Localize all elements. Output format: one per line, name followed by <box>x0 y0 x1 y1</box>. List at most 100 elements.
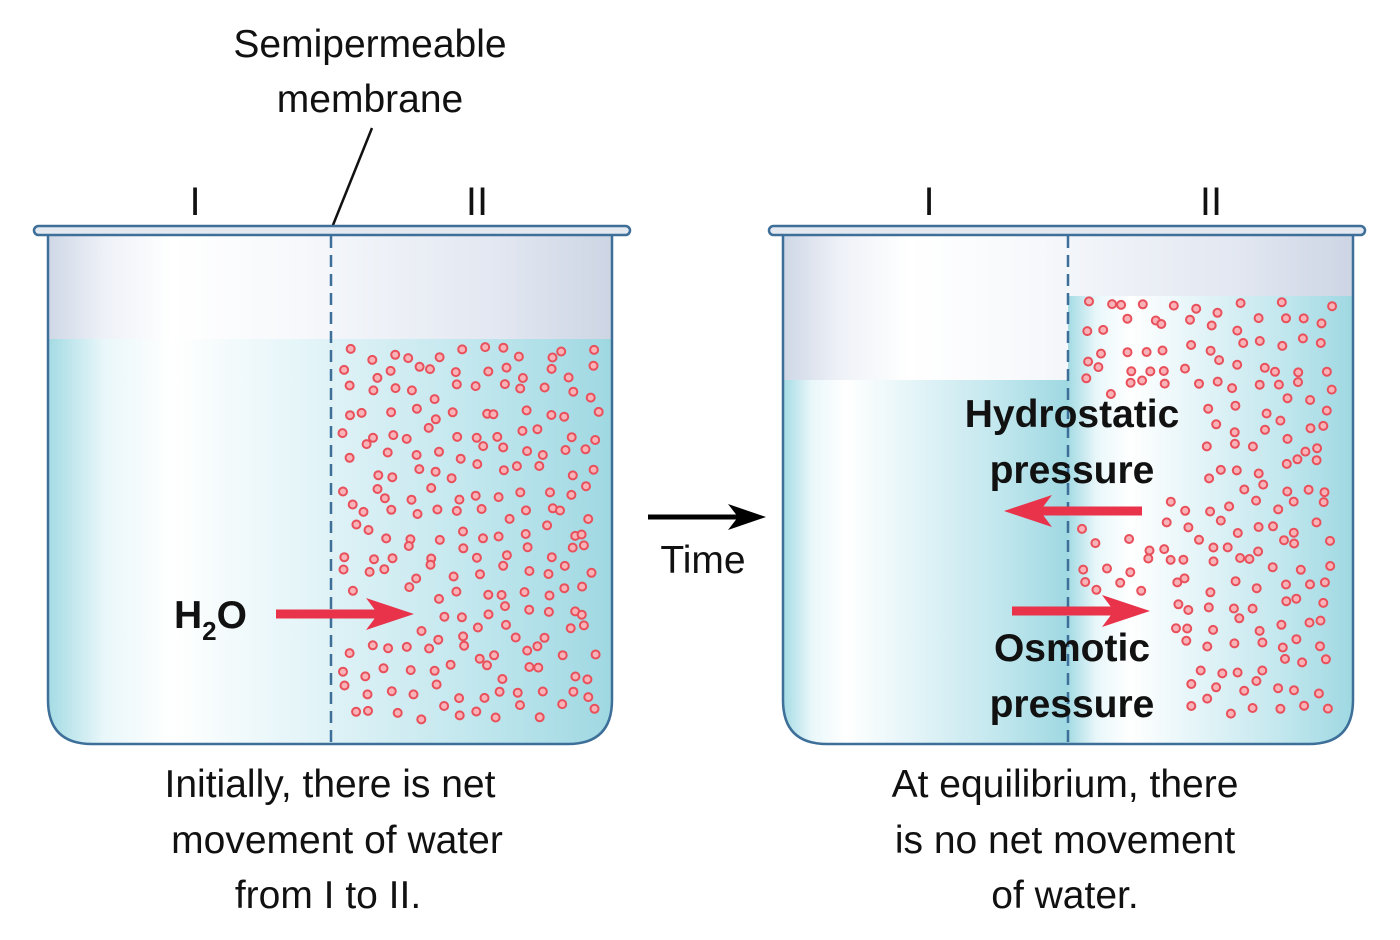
solute-particle-icon <box>1291 593 1302 604</box>
solute-particle-icon <box>1288 527 1299 538</box>
solute-particle-icon <box>406 494 417 505</box>
right-arrow-icon <box>276 598 414 630</box>
solute-particle-icon <box>1102 563 1112 574</box>
time-arrow: Time <box>648 504 766 582</box>
solute-particle-icon <box>1083 356 1094 367</box>
solute-particle-icon <box>447 407 458 418</box>
solute-particle-icon <box>1222 542 1233 553</box>
solute-particle-icon <box>1194 534 1204 545</box>
solute-particle-icon <box>361 439 372 450</box>
solute-particle-icon <box>1116 299 1127 310</box>
solute-particle-icon <box>1212 307 1223 318</box>
solute-particle-icon <box>1305 395 1316 405</box>
solute-particle-icon <box>533 662 544 673</box>
solute-particle-icon <box>425 364 435 375</box>
solute-particle-icon <box>576 609 587 620</box>
solute-particle-icon <box>1212 376 1223 387</box>
solute-particle-icon <box>351 706 362 717</box>
solute-particle-icon <box>457 344 468 355</box>
solute-particle-icon <box>1254 379 1265 390</box>
solute-particle-icon <box>1202 641 1213 652</box>
solute-particle-icon <box>1165 554 1176 565</box>
solute-particle-icon <box>585 392 596 403</box>
solute-particle-icon <box>515 700 525 711</box>
solute-particle-icon <box>543 569 554 579</box>
solute-particle-icon <box>388 430 399 441</box>
solute-particle-icon <box>1276 297 1287 308</box>
right-arrow-icon <box>1012 595 1150 627</box>
solute-particle-icon <box>455 453 466 464</box>
solute-particle-icon <box>1251 676 1262 686</box>
solute-particle-icon <box>429 394 440 405</box>
solute-particle-icon <box>1091 584 1102 595</box>
solute-particle-icon <box>512 687 523 698</box>
solute-particle-icon <box>1291 634 1302 645</box>
solute-particle-icon <box>1320 654 1331 665</box>
solute-particle-icon <box>1232 528 1243 538</box>
right-beaker-rim <box>767 224 1367 237</box>
solute-particle-icon <box>344 648 355 659</box>
solute-particle-icon <box>379 564 390 575</box>
solute-particle-icon <box>1277 340 1288 351</box>
right-beaker-outline <box>781 236 1355 746</box>
solute-particle-icon <box>492 431 503 442</box>
solute-particle-icon <box>542 520 553 531</box>
solute-particle-icon <box>454 710 465 721</box>
solute-particle-icon <box>565 623 576 634</box>
solute-particle-icon <box>434 446 444 457</box>
solute-particle-icon <box>454 693 465 704</box>
solute-particle-icon <box>1229 427 1240 438</box>
solute-particle-icon <box>1232 359 1243 370</box>
solute-particle-icon <box>1227 383 1238 394</box>
membrane-label: Semipermeable membrane <box>233 23 507 231</box>
solute-particle-icon <box>488 409 499 420</box>
solute-particle-icon <box>347 585 358 596</box>
solute-particle-icon <box>411 573 422 584</box>
solute-particle-icon <box>589 703 600 714</box>
solute-particle-icon <box>1253 546 1264 557</box>
solute-particle-icon <box>1300 446 1311 457</box>
solute-particle-icon <box>1194 378 1204 389</box>
solute-particle-icon <box>478 441 489 452</box>
solute-particle-icon <box>339 364 350 375</box>
solute-particle-icon <box>1319 487 1330 498</box>
solute-particle-icon <box>452 431 463 442</box>
solute-particle-icon <box>1180 363 1190 374</box>
solute-particle-icon <box>1122 347 1133 358</box>
solute-particle-icon <box>1159 378 1170 389</box>
solute-particle-icon <box>559 411 570 422</box>
solute-particle-icon <box>1318 420 1329 431</box>
solute-particle-icon <box>367 640 378 651</box>
solute-particle-icon <box>546 363 557 374</box>
solute-particle-icon <box>570 671 581 682</box>
solute-particle-icon <box>1268 521 1278 532</box>
solute-particle-icon <box>1257 637 1268 648</box>
solute-particle-icon <box>1258 479 1269 490</box>
right-water-compartment-1 <box>783 380 1069 744</box>
solute-particle-icon <box>387 553 398 564</box>
osmotic-label-line2: pressure <box>990 683 1155 726</box>
solute-particle-icon <box>445 659 456 670</box>
solute-particle-icon <box>1230 400 1241 411</box>
solute-particle-icon <box>372 372 383 383</box>
solute-particle-icon <box>1211 682 1222 693</box>
solute-particle-icon <box>1191 303 1202 314</box>
solute-particle-icon <box>1313 688 1324 699</box>
right-caption-line1: At equilibrium, there <box>892 763 1239 806</box>
solute-particle-icon <box>373 470 384 481</box>
solute-particle-icon <box>439 611 450 622</box>
solute-particle-icon <box>560 445 571 455</box>
solute-particle-icon <box>496 590 507 600</box>
solute-particle-icon <box>476 504 487 514</box>
solute-particle-icon <box>451 505 462 516</box>
solute-particle-icon <box>1297 657 1308 668</box>
solute-particle-icon <box>583 692 594 703</box>
solute-particle-icon <box>483 366 494 377</box>
solute-particle-icon <box>1288 496 1299 507</box>
solute-particle-icon <box>521 505 531 516</box>
solute-particle-icon <box>539 382 550 393</box>
solute-particle-icon <box>1326 384 1337 395</box>
solute-particle-icon <box>471 552 482 563</box>
solute-particle-icon <box>1183 522 1194 533</box>
solute-particle-icon <box>1161 517 1172 528</box>
